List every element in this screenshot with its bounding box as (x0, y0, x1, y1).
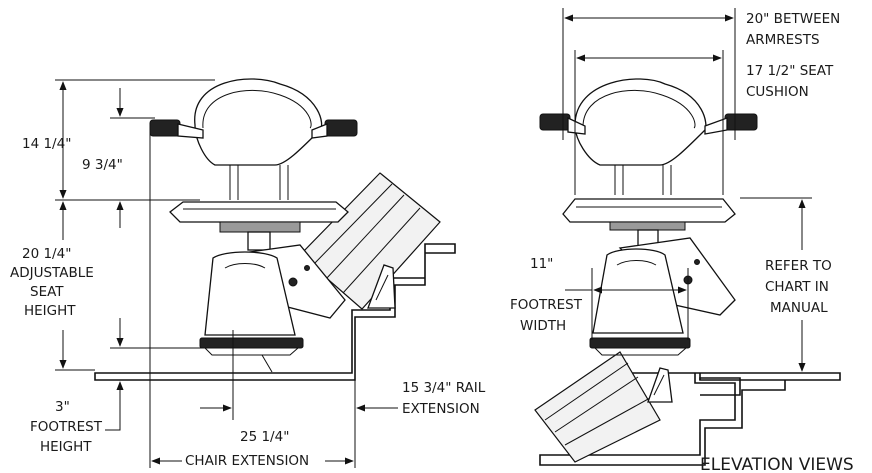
refer-line3: MANUAL (770, 300, 828, 316)
footrest-width-line1: 11" (530, 256, 553, 272)
footrest-front (589, 337, 691, 349)
chair-extension-value: 25 1/4" (240, 429, 289, 445)
between-armrests-line2: ARMRESTS (746, 32, 820, 48)
front-view-stairlift (534, 78, 841, 466)
armrest-height-label: 9 3/4" (82, 157, 123, 173)
seat-height-line2: ADJUSTABLE (10, 265, 94, 281)
seat-height-line4: HEIGHT (24, 303, 76, 319)
refer-line2: CHART IN (765, 279, 829, 295)
rail-extension-line2: EXTENSION (402, 401, 480, 417)
stair-profile (94, 243, 456, 381)
between-armrests-line1: 20" BETWEEN (746, 11, 840, 27)
footrest-height-value: 3" (55, 399, 70, 415)
chair-extension-line2: CHAIR EXTENSION (185, 453, 309, 469)
seat-back-height-label: 14 1/4" (22, 136, 71, 152)
seat-cushion-line1: 17 1/2" SEAT (746, 63, 834, 79)
footrest-height-line3: HEIGHT (40, 439, 92, 455)
side-view-stairlift (94, 78, 456, 381)
left-armrest (149, 119, 181, 137)
rail-extension-line1: 15 3/4" RAIL (402, 380, 486, 396)
seat-back (194, 78, 323, 166)
right-dimensions: 20" BETWEEN ARMRESTS 17 1/2" SEAT CUSHIO… (510, 8, 854, 473)
refer-line1: REFER TO (765, 258, 832, 274)
leg-shroud (204, 251, 296, 336)
view-title: ELEVATION VIEWS (700, 455, 854, 473)
rail-front (534, 351, 661, 463)
seat-back-front (574, 78, 707, 166)
right-armrest (324, 119, 358, 137)
rail-support (367, 264, 396, 309)
footrest-width-line2: FOOTREST (510, 297, 583, 313)
seat-cushion-line2: CUSHION (746, 84, 809, 100)
seat-height-line3: SEAT (30, 284, 64, 300)
footrest-width-line3: WIDTH (520, 318, 566, 334)
seat-cushion (169, 201, 349, 223)
left-dimensions: 14 1/4" 9 3/4" 20 1/4" ADJUSTABLE SEAT H… (8, 79, 486, 469)
seat-height-value: 20 1/4" (22, 246, 71, 262)
footrest-height-line2: FOOTREST (30, 419, 103, 435)
rail (299, 172, 441, 310)
footrest (199, 337, 304, 349)
seat-cushion-front (562, 198, 736, 223)
